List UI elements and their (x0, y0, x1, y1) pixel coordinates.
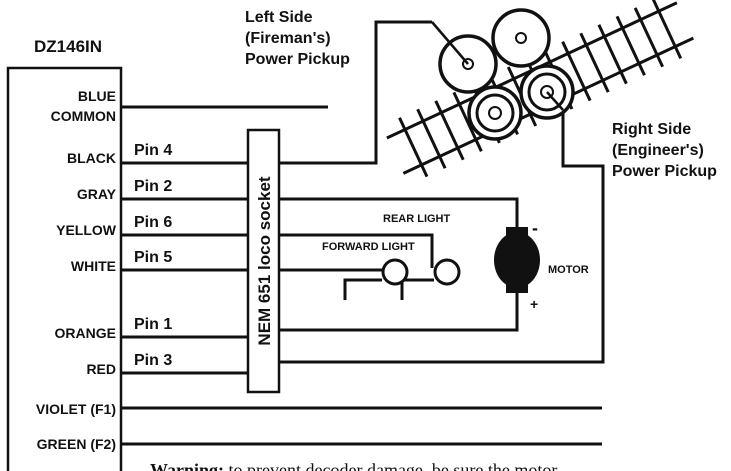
wire-label-yellow: YELLOW (56, 222, 117, 238)
rear-light-label: REAR LIGHT (383, 213, 451, 225)
decoder-model-label: DZ146IN (34, 37, 102, 56)
right-pickup-line1: Right Side (612, 121, 691, 138)
left-pickup-line1: Left Side (245, 9, 313, 26)
wire-label-white: WHITE (71, 258, 116, 274)
track-illustration (386, 0, 695, 178)
right-pickup-line2: (Engineer's) (612, 142, 704, 159)
pin-label-red: Pin 3 (134, 352, 172, 369)
wire-label-green: GREEN (F2) (37, 436, 116, 452)
wire-label-common: COMMON (51, 108, 116, 124)
rear-lamp-return (400, 278, 434, 300)
forward-light-label: FORWARD LIGHT (322, 241, 415, 253)
left-pickup-wiper (431, 21, 469, 65)
motor-plus-sign: + (530, 296, 538, 312)
pin-label-black: Pin 4 (134, 142, 172, 159)
warning-bold: Warning: (150, 460, 224, 471)
left-pickup-line3: Power Pickup (245, 51, 350, 68)
right-pickup-wiper (546, 91, 564, 111)
decoder-box (6, 66, 123, 471)
decoder-wires (121, 105, 602, 446)
forward-light-bulb (381, 258, 409, 286)
wire-label-gray: GRAY (77, 186, 117, 202)
warning-body: to prevent decoder damage, be sure the m… (224, 460, 557, 471)
left-pickup-line2: (Fireman's) (245, 30, 331, 47)
nem651-socket (246, 128, 281, 394)
wire-label-blue: BLUE (78, 88, 116, 104)
wire-left-pickup (279, 20, 432, 165)
pin-label-yellow: Pin 6 (134, 214, 172, 231)
wire-label-red: RED (86, 361, 116, 377)
forward-lamp-return (343, 278, 382, 300)
loco-wires (279, 20, 605, 364)
motor (494, 227, 540, 293)
wire-rear-light (279, 233, 434, 268)
motor-label: MOTOR (548, 264, 589, 276)
wire-label-black: BLACK (67, 150, 116, 166)
motor-minus-sign: - (532, 218, 538, 238)
wire-label-violet: VIOLET (F1) (36, 401, 116, 417)
warning-text: Warning: to prevent decoder damage, be s… (150, 460, 557, 471)
pin-label-gray: Pin 2 (134, 178, 172, 195)
rear-light-bulb (433, 258, 461, 286)
wire-motor-plus (279, 290, 519, 332)
pin-label-white: Pin 5 (134, 249, 172, 266)
pin-label-orange: Pin 1 (134, 316, 172, 333)
right-pickup-line3: Power Pickup (612, 163, 717, 180)
wire-right-pickup (279, 110, 605, 364)
wire-label-orange: ORANGE (55, 325, 116, 341)
wire-motor-minus (279, 197, 519, 230)
socket-label: NEM 651 loco socket (255, 176, 274, 345)
